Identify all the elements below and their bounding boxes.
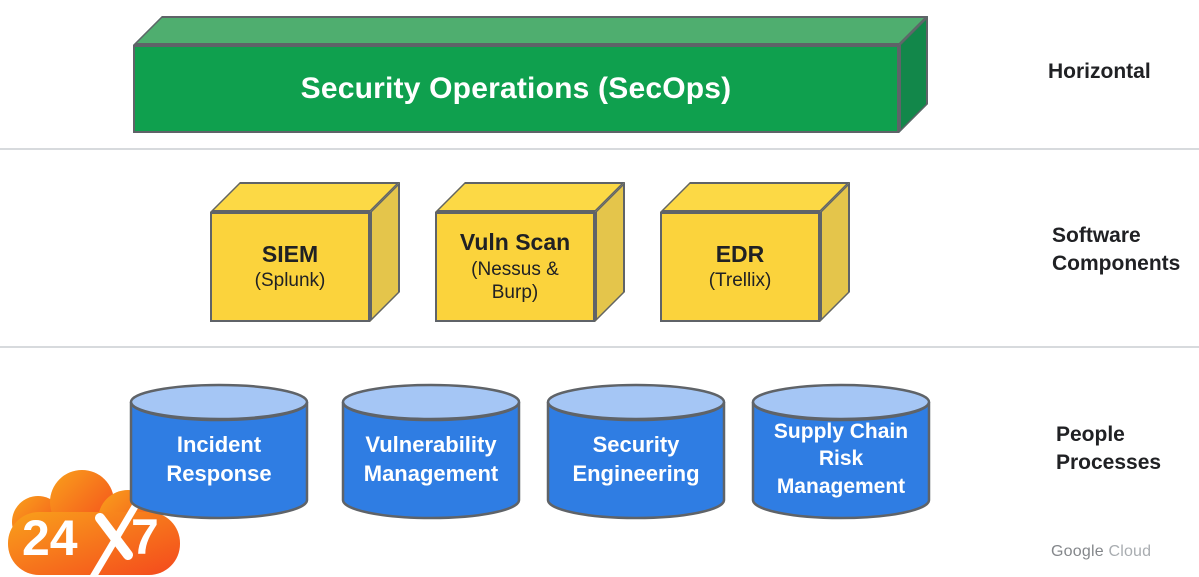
software-box-front-face: Vuln Scan (Nessus & Burp) bbox=[435, 212, 595, 322]
google-cloud-logo: Google Cloud bbox=[1051, 543, 1151, 561]
software-box-title: Vuln Scan bbox=[459, 229, 571, 256]
software-box-subtitle: (Trellix) bbox=[708, 270, 772, 292]
software-box-top-face bbox=[660, 182, 850, 212]
row-label-horizontal: Horizontal bbox=[1048, 60, 1151, 83]
software-box-title: SIEM bbox=[261, 240, 319, 267]
badge-x-slash-icon bbox=[89, 491, 147, 577]
cylinder-label: Security Engineering bbox=[572, 432, 700, 486]
software-box-top-face bbox=[435, 182, 625, 212]
brand-cloud: Cloud bbox=[1108, 543, 1152, 560]
divider-line-bottom bbox=[0, 346, 1199, 348]
cylinder-vulnerability-management: Vulnerability Management bbox=[340, 382, 522, 522]
badge-text-7: 7 bbox=[131, 509, 159, 565]
software-box-siem: SIEM (Splunk) bbox=[210, 182, 400, 322]
cylinder-shape bbox=[341, 383, 521, 520]
cylinder-label: Vulnerability Management bbox=[363, 432, 499, 486]
software-box-title: EDR bbox=[715, 240, 765, 267]
brand-google: Google bbox=[1051, 543, 1104, 560]
cloud-24x7-icon: 24 7 bbox=[8, 470, 180, 577]
software-box-subtitle: (Nessus & Burp) bbox=[471, 258, 559, 303]
cylinder-shape bbox=[751, 383, 931, 520]
row-label-people-processes: People Processes bbox=[1056, 423, 1162, 475]
cylinder-supply-chain-risk-management: Supply Chain Risk Management bbox=[750, 382, 932, 522]
software-box-subtitle: (Splunk) bbox=[254, 270, 326, 292]
secops-bar: Security Operations (SecOps) bbox=[133, 16, 928, 133]
cylinder-incident-response: Incident Response bbox=[128, 382, 310, 522]
secops-bar-front-face: Security Operations (SecOps) bbox=[133, 45, 899, 133]
secops-bar-title: Security Operations (SecOps) bbox=[300, 72, 732, 105]
software-box-vuln-scan: Vuln Scan (Nessus & Burp) bbox=[435, 182, 625, 322]
divider-line-top bbox=[0, 148, 1199, 150]
row-label-software-components: Software Components bbox=[1052, 224, 1181, 276]
software-box-front-face: EDR (Trellix) bbox=[660, 212, 820, 322]
cylinder-security-engineering: Security Engineering bbox=[545, 382, 727, 522]
badge-24x7: 24 7 bbox=[4, 468, 186, 577]
software-box-edr: EDR (Trellix) bbox=[660, 182, 850, 322]
cylinder-shape bbox=[546, 383, 726, 520]
software-box-front-face: SIEM (Splunk) bbox=[210, 212, 370, 322]
cylinder-label: Supply Chain Risk Management bbox=[773, 420, 909, 498]
software-box-top-face bbox=[210, 182, 400, 212]
cylinder-label: Incident Response bbox=[166, 432, 272, 486]
cylinder-shape bbox=[129, 383, 309, 520]
secops-bar-top-face bbox=[133, 16, 928, 45]
badge-text-24: 24 bbox=[22, 510, 78, 566]
